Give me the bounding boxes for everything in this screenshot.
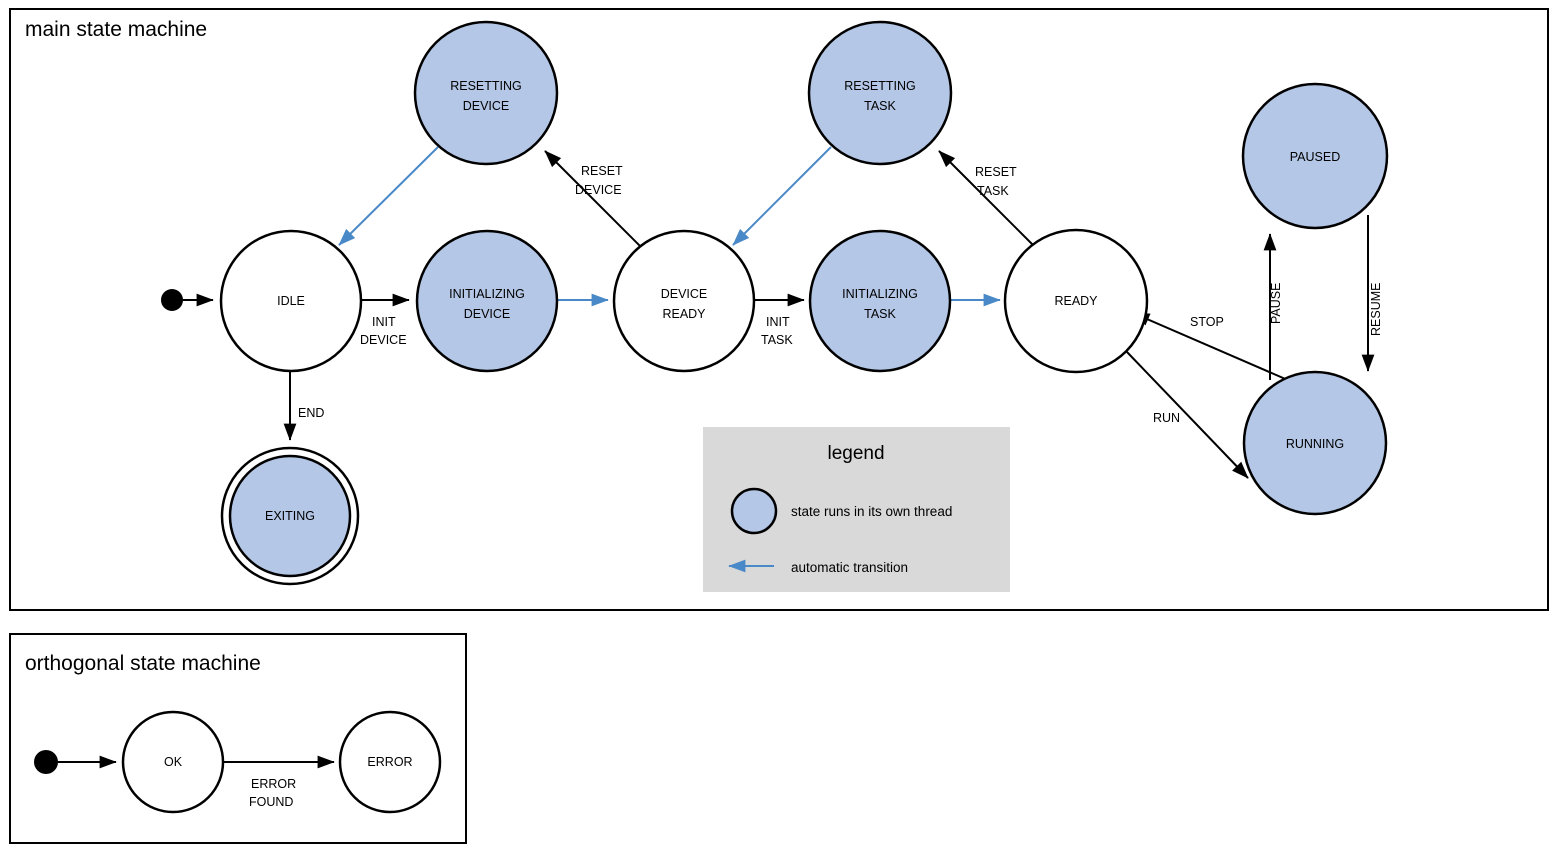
state-node-resetting-task[interactable]: RESETTING TASK [807, 20, 953, 166]
edge-resetting-device-to-idle [338, 146, 439, 246]
legend: legend state runs in its own thread auto… [703, 427, 1010, 592]
orthogonal-frame-title: orthogonal state machine [25, 652, 261, 675]
transition-device-ready-to-initializing-task: INIT TASK [755, 293, 805, 347]
transition-device-ready-to-resetting-device: RESET DEVICE [544, 150, 647, 253]
state-node-resetting-device[interactable]: RESETTING DEVICE [413, 20, 559, 166]
edge-label-init-task-line1: INIT [766, 315, 790, 329]
transition-idle-to-exiting: END [283, 371, 324, 441]
edge-label-init-device-line1: INIT [372, 315, 396, 329]
state-shape-ready[interactable] [1003, 228, 1149, 374]
state-label-idle: IDLE [277, 294, 305, 308]
state-shape-initializing-device[interactable] [415, 229, 559, 373]
state-shape-ok[interactable] [121, 710, 225, 814]
state-node-idle[interactable]: IDLE [219, 229, 363, 373]
state-node-error[interactable]: ERROR [338, 710, 442, 814]
edge-label-reset-task-line1: RESET [975, 165, 1017, 179]
state-shape-running[interactable] [1242, 370, 1388, 516]
edge-running-to-ready [1132, 312, 1291, 382]
state-shape-exiting[interactable] [228, 454, 352, 578]
state-label-initializing-task-line1: INITIALIZING [842, 287, 918, 301]
edge-label-error-found-line1: ERROR [251, 777, 296, 791]
edge-label-run: RUN [1153, 411, 1180, 425]
transition-start-to-ok [34, 750, 117, 774]
edge-label-error-found-line2: FOUND [249, 795, 293, 809]
state-label-exiting: EXITING [265, 509, 315, 523]
edge-label-reset-task-line2: TASK [977, 184, 1009, 198]
state-node-running[interactable]: RUNNING [1242, 370, 1388, 516]
state-label-paused: PAUSED [1290, 150, 1340, 164]
state-label-initializing-task-line2: TASK [864, 307, 896, 321]
state-node-paused[interactable]: PAUSED [1241, 82, 1389, 230]
state-label-ok: OK [164, 755, 183, 769]
state-shape-idle[interactable] [219, 229, 363, 373]
state-shape-paused[interactable] [1241, 82, 1389, 230]
state-label-device-ready-line1: DEVICE [661, 287, 708, 301]
state-label-ready: READY [1054, 294, 1098, 308]
transition-ok-to-error: ERROR FOUND [223, 755, 335, 809]
edge-device-ready-to-resetting-device [544, 150, 647, 253]
edge-ready-to-resetting-task [938, 150, 1041, 253]
state-node-device-ready[interactable]: DEVICE READY [612, 229, 756, 373]
transition-idle-to-initializing-device: INIT DEVICE [360, 293, 410, 347]
state-node-ok[interactable]: OK [121, 710, 225, 814]
state-label-resetting-device-line1: RESETTING [450, 79, 522, 93]
edge-label-reset-device-line2: DEVICE [575, 183, 622, 197]
transition-start-to-idle [161, 289, 214, 311]
edge-label-reset-device-line1: RESET [581, 164, 623, 178]
legend-thread-state-icon [730, 487, 778, 535]
edge-label-init-device-line2: DEVICE [360, 333, 407, 347]
state-shape-resetting-device[interactable] [413, 20, 559, 166]
edge-resetting-task-to-device-ready [732, 146, 832, 246]
edge-label-init-task-line2: TASK [761, 333, 793, 347]
transition-running-to-ready: STOP [1132, 312, 1291, 382]
edge-ready-to-running [1126, 351, 1249, 479]
state-label-error: ERROR [367, 755, 412, 769]
transition-ready-to-resetting-task: RESET TASK [938, 150, 1041, 253]
state-shape-initializing-task[interactable] [808, 229, 952, 373]
initial-state-dot-orthogonal [34, 750, 58, 774]
edge-label-pause: PAUSE [1269, 283, 1283, 324]
transition-ready-to-running: RUN [1126, 351, 1249, 479]
state-shape-error[interactable] [338, 710, 442, 814]
edge-label-end: END [298, 406, 324, 420]
transition-running-to-paused: PAUSE [1263, 233, 1283, 380]
transition-paused-to-running: RESUME [1361, 215, 1383, 372]
state-label-resetting-device-line2: DEVICE [463, 99, 510, 113]
state-label-initializing-device-line1: INITIALIZING [449, 287, 525, 301]
state-label-resetting-task-line1: RESETTING [844, 79, 916, 93]
state-shape-device-ready[interactable] [612, 229, 756, 373]
state-label-initializing-device-line2: DEVICE [464, 307, 511, 321]
state-label-resetting-task-line2: TASK [864, 99, 896, 113]
initial-state-dot [161, 289, 183, 311]
state-label-running: RUNNING [1286, 437, 1344, 451]
legend-item-automatic-label: automatic transition [791, 560, 908, 575]
state-shape-resetting-task[interactable] [807, 20, 953, 166]
state-label-device-ready-line2: READY [662, 307, 706, 321]
state-node-exiting[interactable]: EXITING [220, 446, 360, 586]
edge-label-stop: STOP [1190, 315, 1224, 329]
legend-title: legend [827, 443, 884, 464]
state-node-initializing-device[interactable]: INITIALIZING DEVICE [415, 229, 559, 373]
edge-label-resume: RESUME [1369, 283, 1383, 336]
state-node-initializing-task[interactable]: INITIALIZING TASK [808, 229, 952, 373]
state-node-ready[interactable]: READY [1003, 228, 1149, 374]
main-frame-title: main state machine [25, 18, 207, 41]
legend-item-thread-label: state runs in its own thread [791, 504, 952, 519]
